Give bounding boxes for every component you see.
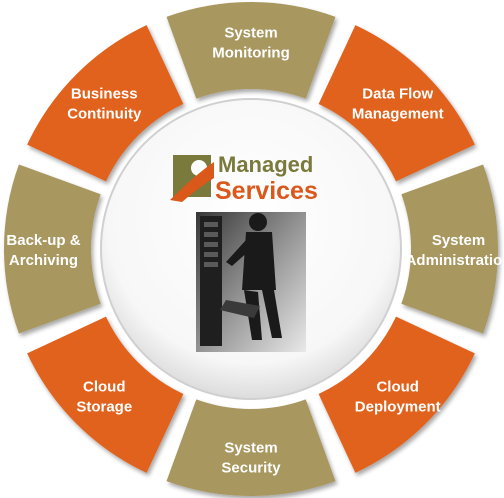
segment-label-line: Back-up & [6,232,80,249]
segment-label-line: Deployment [355,399,441,416]
segment-label-line: System [432,232,485,249]
segment-label: Back-up & Archiving [6,232,80,269]
segment-label-line: Business [71,85,138,102]
segment-shape [318,25,475,182]
center-hub: Managed Services [100,98,402,400]
segment-shape [401,164,498,334]
logo-mark-icon [170,155,214,202]
segment-label-line: Continuity [67,105,142,122]
segment-label-line: System [224,25,277,42]
segment-label-line: Storage [76,399,132,416]
server-rack-shape [200,216,222,346]
managed-services-logo: Managed Services [170,152,318,205]
segment-shape [318,316,475,473]
technician-photo [196,212,306,352]
segment-shape [166,399,336,496]
segment-label-line: Security [221,460,281,477]
segment: Back-up & Archiving [3,164,101,334]
segment-label-line: Monitoring [212,45,289,62]
segment-label-line: Cloud [376,379,419,396]
segment-label-line: Archiving [9,252,78,269]
segment-shape [3,164,101,334]
segment-shape [27,316,184,473]
segment-label-line: Management [352,105,444,122]
logo-line-services: Services [215,177,318,205]
segment-label-line: Cloud [83,379,126,396]
segment-shape [27,25,184,182]
logo-line-managed: Managed [218,152,313,177]
segment-label-line: Administration [406,252,504,269]
segment-shape [166,2,336,99]
segment-label-line: Data Flow [362,85,433,102]
segment-label-line: System [224,440,277,457]
